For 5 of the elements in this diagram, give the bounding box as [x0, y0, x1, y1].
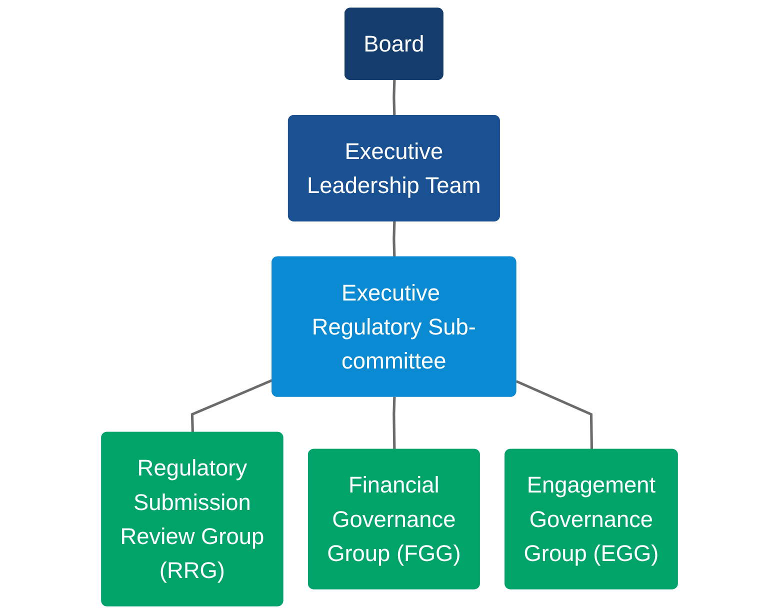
connector [392, 221, 396, 258]
connector [190, 378, 274, 433]
connector [392, 80, 396, 116]
connector [392, 396, 396, 450]
connector [516, 380, 594, 450]
